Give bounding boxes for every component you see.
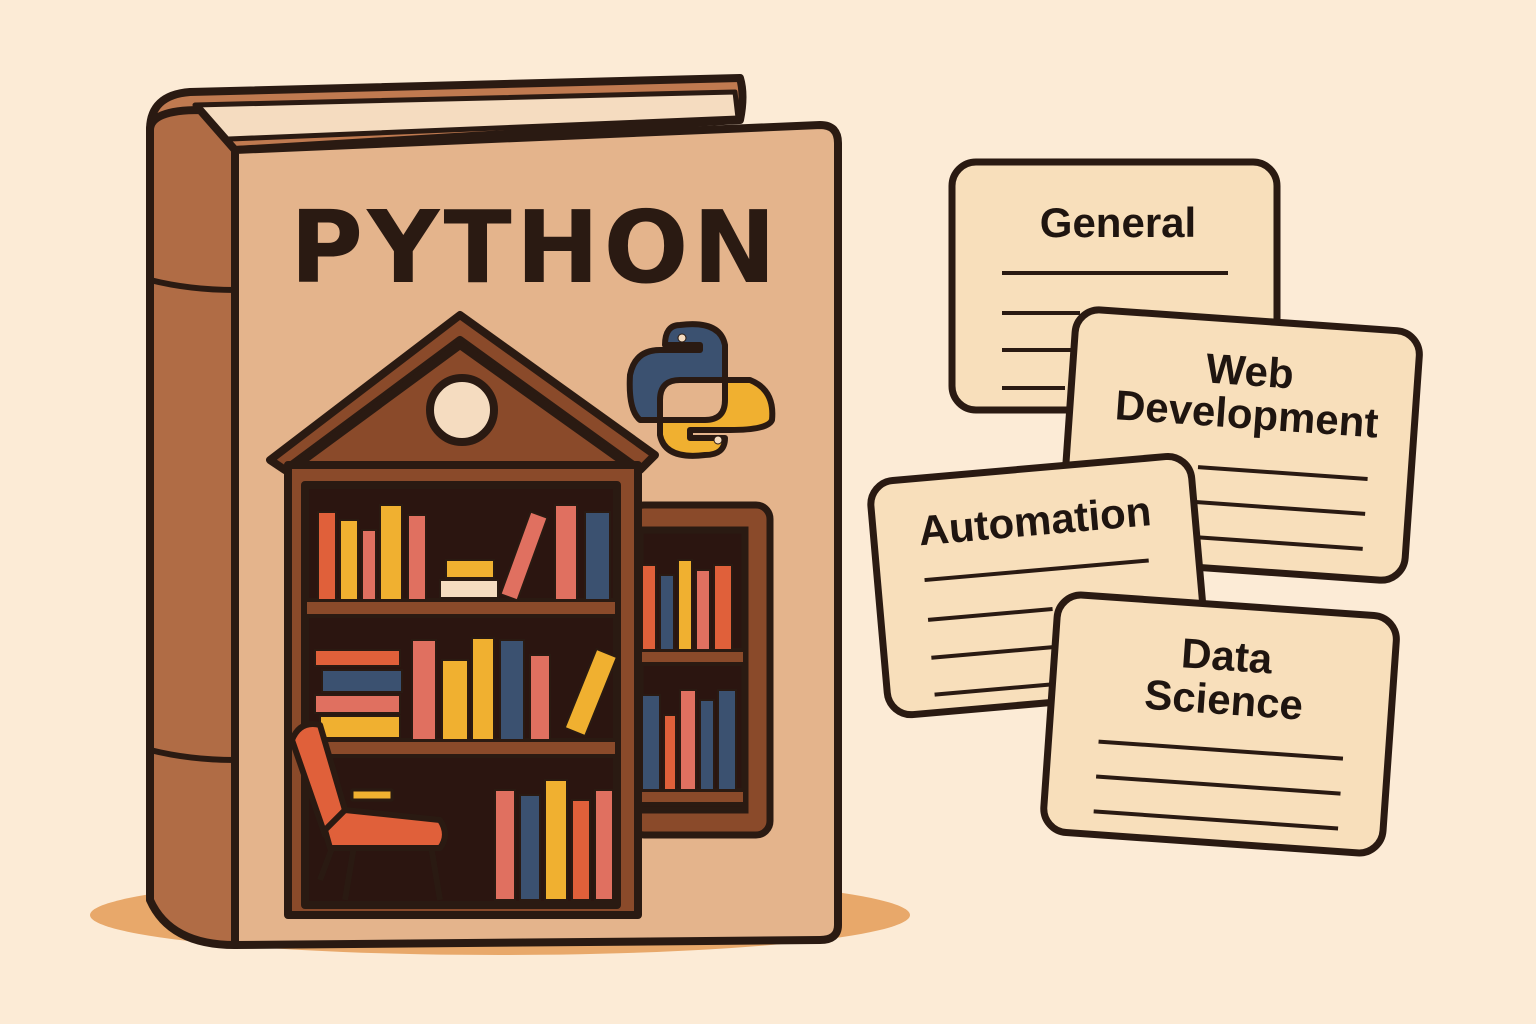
reading-chair xyxy=(289,721,448,901)
card-data-science: Data Science xyxy=(1040,591,1400,857)
card-general-title: General xyxy=(1040,199,1196,246)
book-title: PYTHON xyxy=(290,189,780,306)
python-logo-icon xyxy=(626,321,776,459)
card-data-science-title-line1: Data xyxy=(1180,629,1275,682)
book-spine xyxy=(146,106,239,949)
card-web-title-line1: Web xyxy=(1204,345,1295,398)
card-data-science-title-line2: Science xyxy=(1143,671,1305,729)
side-books xyxy=(641,559,737,791)
round-window xyxy=(426,374,498,446)
